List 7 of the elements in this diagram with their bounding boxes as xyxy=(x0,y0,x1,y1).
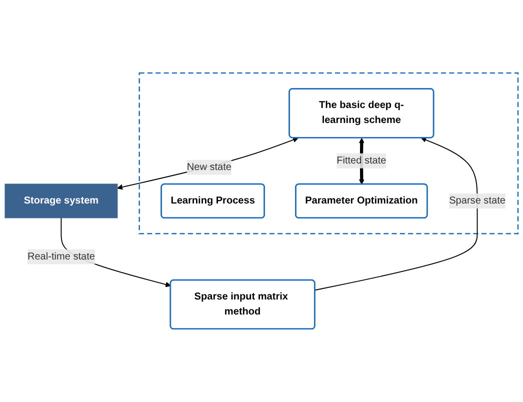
edge-label: Fitted state xyxy=(336,155,386,166)
edge-label: Real-time state xyxy=(27,251,95,262)
edge-label: Sparse state xyxy=(449,195,506,206)
cluster xyxy=(138,72,519,234)
edge-label: New state xyxy=(186,162,232,172)
node-box xyxy=(4,184,118,218)
arrow xyxy=(117,137,298,190)
